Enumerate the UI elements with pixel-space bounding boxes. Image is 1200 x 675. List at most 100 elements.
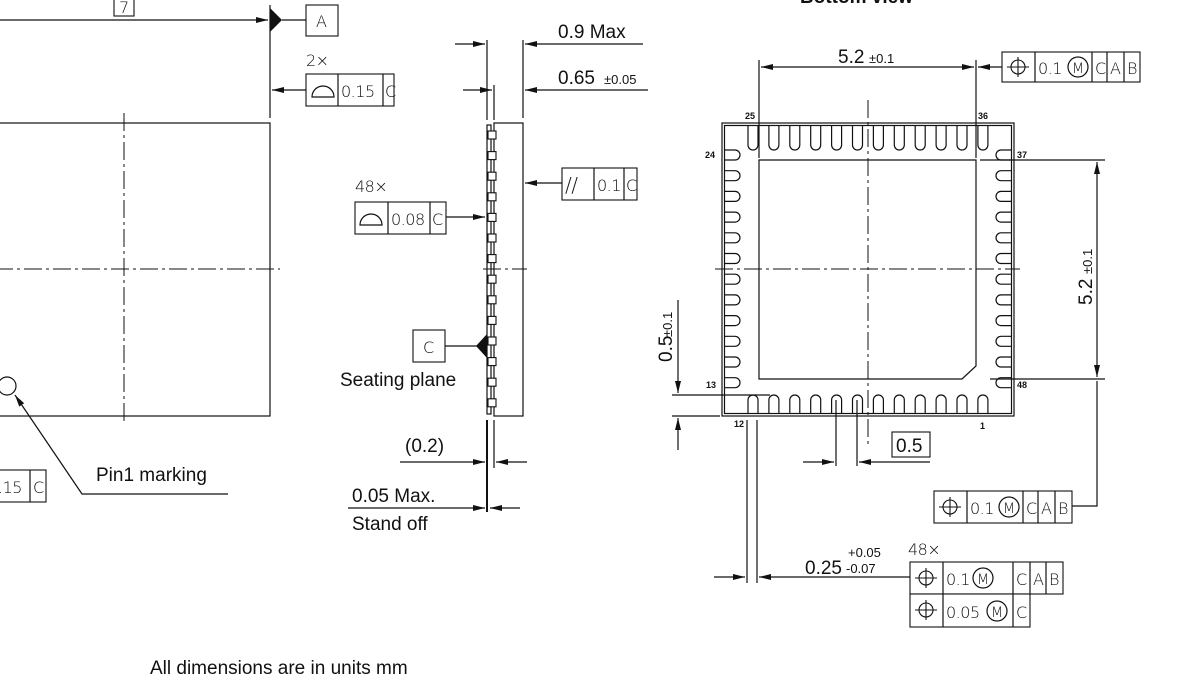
dimension-partial: 7 — [119, 0, 129, 17]
pin-number: 48 — [1017, 380, 1027, 390]
side-lead — [487, 336, 497, 346]
terminal-pad — [725, 273, 741, 285]
terminal-pad — [893, 394, 905, 413]
fcf-datum: B — [1058, 499, 1068, 518]
terminal-pad — [725, 335, 741, 347]
fcf-tolerance: 0.05 — [946, 603, 980, 622]
fcf-datum: C — [1016, 603, 1027, 622]
height-max: 0.9 Max — [558, 22, 626, 43]
profile-fcf: 0.15 C — [305, 73, 397, 107]
terminal-pad — [851, 126, 864, 151]
terminal-pad — [768, 126, 780, 151]
side-lead — [487, 130, 497, 140]
terminal-pad — [995, 149, 1011, 161]
side-lead — [487, 398, 497, 408]
datum-c: C — [423, 338, 434, 357]
mmc-modifier: M — [1072, 61, 1084, 77]
terminal-pad — [725, 149, 741, 161]
pin1-label: Pin1 marking — [96, 465, 207, 486]
mmc-modifier: M — [1003, 501, 1015, 517]
fcf-datum: A — [1033, 570, 1044, 589]
terminal-pad — [995, 294, 1011, 306]
seating-plane-label: Seating plane — [340, 370, 456, 391]
bottom-view: Bottom view 25 36 24 37 13 48 12 1 5.2 ±… — [656, 0, 1141, 628]
pad-width-upper: +0.05 — [848, 545, 881, 560]
side-lead — [487, 295, 497, 305]
lower-fcf-tolerance: .15 — [0, 478, 22, 497]
lower-fcf-partial: .15 C — [0, 469, 47, 503]
side-lead — [487, 151, 497, 161]
terminal-pad — [935, 394, 947, 413]
edge-offset: 0.5 — [656, 336, 677, 362]
datum-a: A — [316, 12, 327, 31]
pad-width: 5.2 — [838, 47, 864, 68]
parallelism-datum: C — [626, 176, 637, 195]
terminal-pad — [725, 211, 741, 223]
pad-width-tol: ±0.1 — [869, 51, 894, 66]
pin-number: 13 — [706, 380, 716, 390]
position-fcf-right: 0.1 M C A B — [933, 490, 1073, 524]
terminal-pad — [725, 232, 741, 244]
terminal-pad — [872, 126, 884, 151]
pin-number: 25 — [745, 111, 755, 121]
side-lead — [487, 212, 497, 222]
datum-triangle-icon — [270, 8, 282, 32]
side-leads — [487, 130, 497, 408]
fcf-tolerance: 0.1 — [1038, 59, 1062, 78]
terminal-pad — [810, 126, 822, 151]
exposed-pad — [758, 159, 977, 380]
side-lead — [487, 377, 497, 387]
pitch: 0.5 — [896, 436, 922, 457]
terminal-pad — [995, 377, 1011, 389]
body-height: 0.65 — [558, 68, 595, 89]
terminal-pads — [725, 126, 1011, 413]
terminal-pad — [893, 126, 905, 151]
fcf-tolerance: 0.1 — [946, 570, 970, 589]
terminal-pad — [914, 394, 926, 413]
side-lead — [487, 357, 497, 367]
terminal-pad — [995, 211, 1011, 223]
terminal-pad — [995, 335, 1011, 347]
edge-offset-tol: ±0.1 — [660, 312, 675, 337]
side-lead — [487, 171, 497, 181]
terminal-pad — [725, 377, 741, 389]
fcf-datum: C — [1026, 499, 1037, 518]
terminal-pad — [831, 126, 843, 151]
side-lead — [487, 233, 497, 243]
terminal-pad — [935, 126, 947, 151]
terminal-pad — [977, 394, 989, 413]
count-48x: 48× — [355, 177, 387, 196]
side-lead — [487, 274, 497, 284]
terminal-pad — [725, 252, 741, 265]
pin1-marker-icon — [0, 376, 17, 396]
terminal-pad — [995, 356, 1011, 368]
lead-thickness: (0.2) — [405, 436, 444, 457]
pin-number: 36 — [978, 111, 988, 121]
dimension-box — [113, 0, 135, 17]
lower-fcf-datum: C — [33, 478, 44, 497]
profile-tolerance: 0.15 — [341, 82, 375, 101]
top-view: 7 A 2× 0.15 C Pin1 marking .15 C — [0, 0, 397, 503]
lead-profile-datum: C — [432, 210, 443, 229]
pin-number: 1 — [980, 421, 985, 431]
count-48x: 48× — [908, 540, 940, 559]
pin-number: 37 — [1017, 150, 1027, 160]
pin-number: 24 — [705, 150, 715, 160]
parallelism-tolerance: 0.1 — [597, 176, 621, 195]
terminal-pad — [789, 126, 801, 151]
mmc-circle-icon — [972, 567, 994, 589]
fcf-datum: B — [1049, 570, 1059, 589]
terminal-pad — [810, 394, 822, 413]
parallelism-icon: // — [565, 173, 578, 197]
fcf-tolerance: 0.1 — [970, 499, 994, 518]
fcf-datum: A — [1110, 59, 1121, 78]
side-view: 0.9 Max 0.65 ±0.05 // 0.1 C 48× 0.08 C C — [340, 22, 648, 535]
position-fcf-top: 0.1 M C A B — [1001, 51, 1141, 83]
datum-triangle-icon — [476, 334, 487, 358]
terminal-pad — [747, 126, 759, 151]
terminal-pad — [995, 315, 1011, 327]
terminal-pad — [977, 126, 989, 151]
mmc-circle-icon — [998, 496, 1020, 518]
terminal-pad — [995, 232, 1011, 244]
